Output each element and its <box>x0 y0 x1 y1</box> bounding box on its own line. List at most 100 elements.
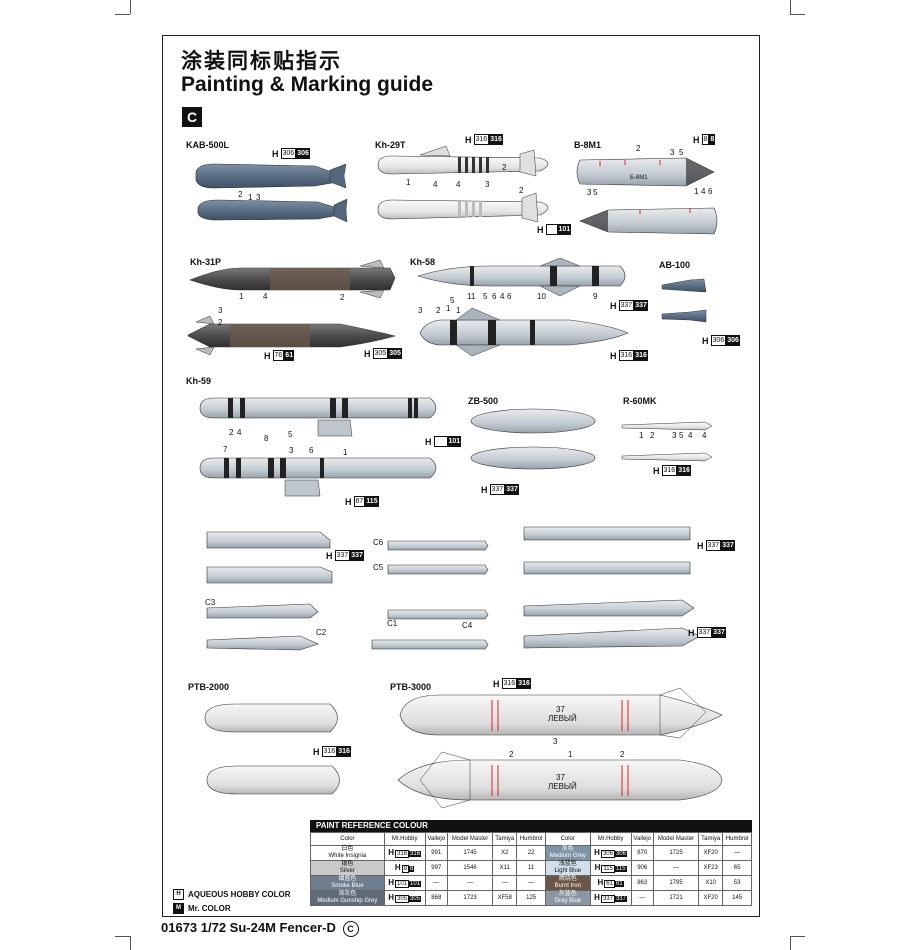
legend-aqueous-box: H <box>173 889 184 900</box>
ref-number: 337 <box>489 484 506 495</box>
hobby-prefix: H <box>653 465 660 476</box>
ref-number: 305 <box>372 348 389 359</box>
ref-number: 337 <box>614 895 627 902</box>
zb500-label: ZB-500 <box>468 396 499 406</box>
humbrol-cell: 65 <box>722 860 752 876</box>
ref-number: 115 <box>614 865 627 872</box>
callout-number: 2 <box>636 144 641 153</box>
callout-number: 2 <box>650 431 655 440</box>
callout-number: 5 <box>593 188 598 197</box>
table-header: Color <box>310 832 385 846</box>
footer: 01673 1/72 Su-24M Fencer-D C <box>161 920 359 937</box>
color-name-cn: 烟蓝色 <box>338 876 357 882</box>
hobby-prefix: H <box>688 627 695 638</box>
tamiya-cell: XF20 <box>698 890 724 906</box>
kh58-lower <box>419 307 629 357</box>
callout-number: 2 <box>509 750 514 759</box>
ab100-label: AB-100 <box>659 260 691 270</box>
callout-number: 2 <box>502 163 507 172</box>
callout-number: 4 <box>263 292 268 301</box>
table-header-row: Color Mr.Hobby Vallejo Model Master Tami… <box>310 832 752 846</box>
ref-number: 337 <box>721 540 735 551</box>
vallejo-cell: 991 <box>424 845 449 861</box>
ptb2000-lower <box>206 765 340 795</box>
paint-reference-table: PAINT REFERENCE COLOUR Color Mr.Hobby Va… <box>310 820 752 906</box>
callout-number: 2 <box>229 428 234 437</box>
ref-number: 101 <box>395 879 410 888</box>
crop-mark <box>790 936 791 950</box>
kh29t-lower <box>377 192 549 223</box>
paint-table-grid: Color Mr.Hobby Vallejo Model Master Tami… <box>310 832 752 906</box>
tamiya-cell: XF20 <box>698 845 724 861</box>
callout-number: 3 <box>485 180 490 189</box>
ref-number: 101 <box>557 224 572 235</box>
color-name: Gray Blue <box>554 898 582 904</box>
ref-number: 305 <box>409 895 422 902</box>
tamiya-cell: X11 <box>492 860 518 876</box>
callout-number: 11 <box>467 292 476 301</box>
color-name: Light Blue <box>554 868 582 874</box>
color-name-cn: 白色 <box>341 846 354 852</box>
callout-number: 1 <box>639 431 644 440</box>
ref-number: 337 <box>600 894 615 903</box>
model-master-cell: — <box>447 875 494 891</box>
color-name-cn: 燃烧色 <box>558 876 577 882</box>
ref-number: 305 <box>395 894 410 903</box>
ref-number: 316 <box>634 350 648 361</box>
kh59-color-ref: H 101 <box>425 436 462 447</box>
humbrol-cell: — <box>516 875 546 891</box>
hobby-prefix: H <box>465 134 472 145</box>
crop-mark <box>130 936 131 950</box>
ref-number: 337 <box>705 540 722 551</box>
ref-number: 337 <box>634 300 648 311</box>
kab500-lower <box>197 198 348 223</box>
tamiya-cell: X10 <box>698 875 724 891</box>
ref-number: 101 <box>447 436 462 447</box>
callout-number: 5 <box>288 430 293 439</box>
zb500-lower <box>470 446 596 470</box>
crop-mark <box>790 14 805 15</box>
hobby-prefix: H <box>313 746 320 757</box>
humbrol-cell: — <box>722 845 752 861</box>
color-name: White Insignia <box>328 853 367 859</box>
color-name: Medium Grey <box>549 853 586 859</box>
callout-number: 3 <box>418 306 423 315</box>
callout-number: 6 <box>708 187 713 196</box>
hobby-prefix: H <box>610 350 617 361</box>
callout-number: 6 <box>507 292 512 301</box>
vallejo-cell: 906 <box>630 860 654 876</box>
ab100-upper <box>661 278 707 293</box>
tamiya-cell: X2 <box>492 845 518 861</box>
humbrol-cell: 53 <box>722 875 752 891</box>
callout-number: 5 <box>679 148 684 157</box>
callout-number: 6 <box>309 446 314 455</box>
tamiya-cell: XF58 <box>492 890 518 906</box>
hobby-prefix: H <box>364 348 371 359</box>
callout-number: 3 <box>256 193 261 202</box>
page-frame <box>162 35 760 917</box>
ref-number: 316 <box>517 678 531 689</box>
table-header: Mr.Hobby <box>589 832 632 846</box>
table-header: Model Master <box>652 832 700 846</box>
ref-number: 316 <box>337 746 351 757</box>
callout-number: 4 <box>433 180 438 189</box>
kh59-label: Kh-59 <box>186 376 212 386</box>
vallejo-cell: 997 <box>424 860 449 876</box>
hobby-prefix: H <box>425 436 432 447</box>
paint-table-title: PAINT REFERENCE COLOUR <box>310 820 752 832</box>
kh59-lower <box>199 457 437 497</box>
kh31p-label: Kh-31P <box>190 257 222 267</box>
callout-number: 3 <box>670 148 675 157</box>
model-master-cell: — <box>652 860 700 876</box>
